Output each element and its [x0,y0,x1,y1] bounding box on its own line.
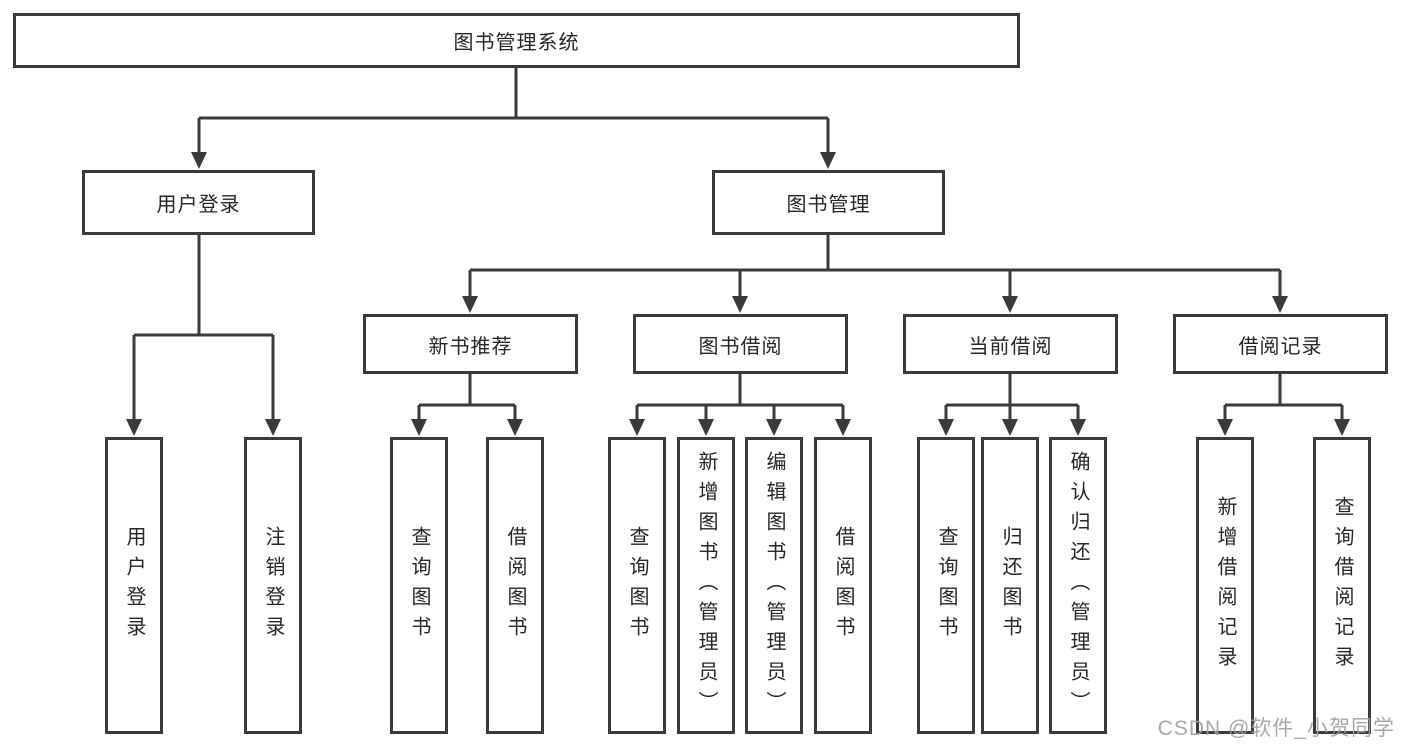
node-label: 新增图书（管理员） [695,450,717,721]
node-borrowing-records: 借阅记录 [1173,314,1388,374]
leaf-query-books-3: 查询图书 [917,437,975,734]
node-current-borrowing: 当前借阅 [903,314,1118,374]
node-label: 注销登录 [262,525,284,646]
node-book-management: 图书管理 [712,170,945,235]
node-label: 借阅图书 [504,525,526,646]
node-label: 查询图书 [408,525,430,646]
node-new-book-recommendation: 新书推荐 [363,314,578,374]
node-label: 图书管理 [786,194,871,216]
node-label: 借阅记录 [1238,335,1323,358]
node-label: 查询图书 [935,525,957,646]
leaf-query-borrow-record: 查询借阅记录 [1313,437,1371,734]
node-label: 归还图书 [999,525,1021,646]
watermark: CSDN @软件_小贺同学 [1157,717,1395,740]
node-label: 用户登录 [123,525,145,646]
leaf-query-books-2: 查询图书 [608,437,666,734]
node-label: 当前借阅 [968,335,1053,358]
leaf-query-books: 查询图书 [390,437,448,734]
node-label: 确认归还（管理员） [1067,450,1089,721]
leaf-user-login: 用户登录 [105,437,163,734]
leaf-confirm-return-admin: 确认归还（管理员） [1049,437,1107,734]
node-label: 图书管理系统 [453,32,580,54]
node-label: 新增借阅记录 [1214,495,1236,676]
leaf-edit-books-admin: 编辑图书（管理员） [745,437,803,734]
leaf-logout: 注销登录 [244,437,302,734]
node-label: 用户登录 [156,194,241,216]
leaf-return-books: 归还图书 [981,437,1039,734]
leaf-add-borrow-record: 新增借阅记录 [1196,437,1254,734]
node-label: 查询图书 [626,525,648,646]
leaf-borrow-books: 借阅图书 [486,437,544,734]
node-label: 借阅图书 [832,525,854,646]
node-library-management-system: 图书管理系统 [13,13,1020,68]
leaf-add-books-admin: 新增图书（管理员） [677,437,735,734]
node-book-borrowing: 图书借阅 [633,314,848,374]
node-label: 新书推荐 [428,335,513,358]
node-label: 编辑图书（管理员） [763,450,785,721]
leaf-borrow-books-2: 借阅图书 [814,437,872,734]
node-label: 图书借阅 [698,335,783,358]
node-label: 查询借阅记录 [1331,495,1353,676]
node-user-login: 用户登录 [82,170,315,235]
